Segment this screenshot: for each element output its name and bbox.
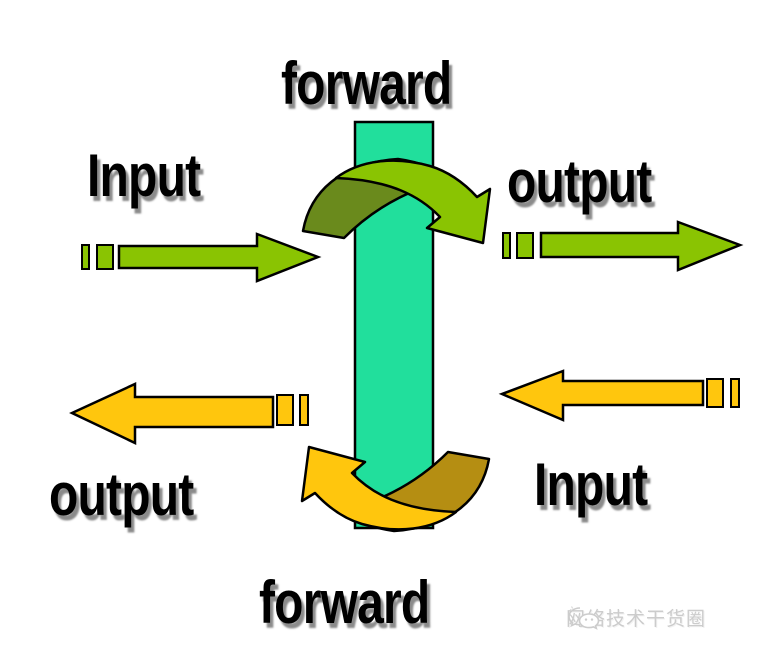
packet-segment [276, 394, 294, 426]
packet-segment [706, 378, 724, 408]
label-input-bottom-right: Input [534, 451, 648, 518]
left-arrow-shape [69, 382, 275, 445]
label-forward-top: forward [281, 50, 452, 117]
label-output-top-right: output [507, 148, 652, 215]
input-arrow-top-left [81, 232, 322, 283]
right-arrow-shape [539, 220, 744, 272]
packet-segment [516, 232, 534, 259]
top-curve-arrow-head-half [334, 159, 492, 245]
watermark-text: 网络技术干货圈 [566, 609, 707, 630]
packet-segment [96, 244, 114, 270]
label-output-bottom-left: output [49, 461, 194, 528]
left-arrow-shape [498, 369, 705, 422]
packet-segment [299, 394, 309, 426]
output-arrow-bottom-left [69, 382, 309, 445]
wechat-bubbles-icon [568, 606, 600, 630]
packet-segment [81, 244, 90, 270]
packet-segment [502, 232, 511, 259]
label-forward-bottom: forward [259, 569, 430, 636]
right-arrow-shape [117, 232, 322, 283]
output-arrow-top-right [502, 220, 744, 272]
top-curve-arrow [301, 157, 492, 245]
bottom-curve-arrow [300, 445, 491, 533]
label-input-top-left: Input [87, 142, 201, 209]
watermark: 网络技术干货圈 [566, 604, 706, 631]
input-arrow-bottom-right [498, 369, 740, 422]
packet-segment [730, 378, 740, 408]
bottom-curve-arrow-head-half [300, 445, 458, 531]
